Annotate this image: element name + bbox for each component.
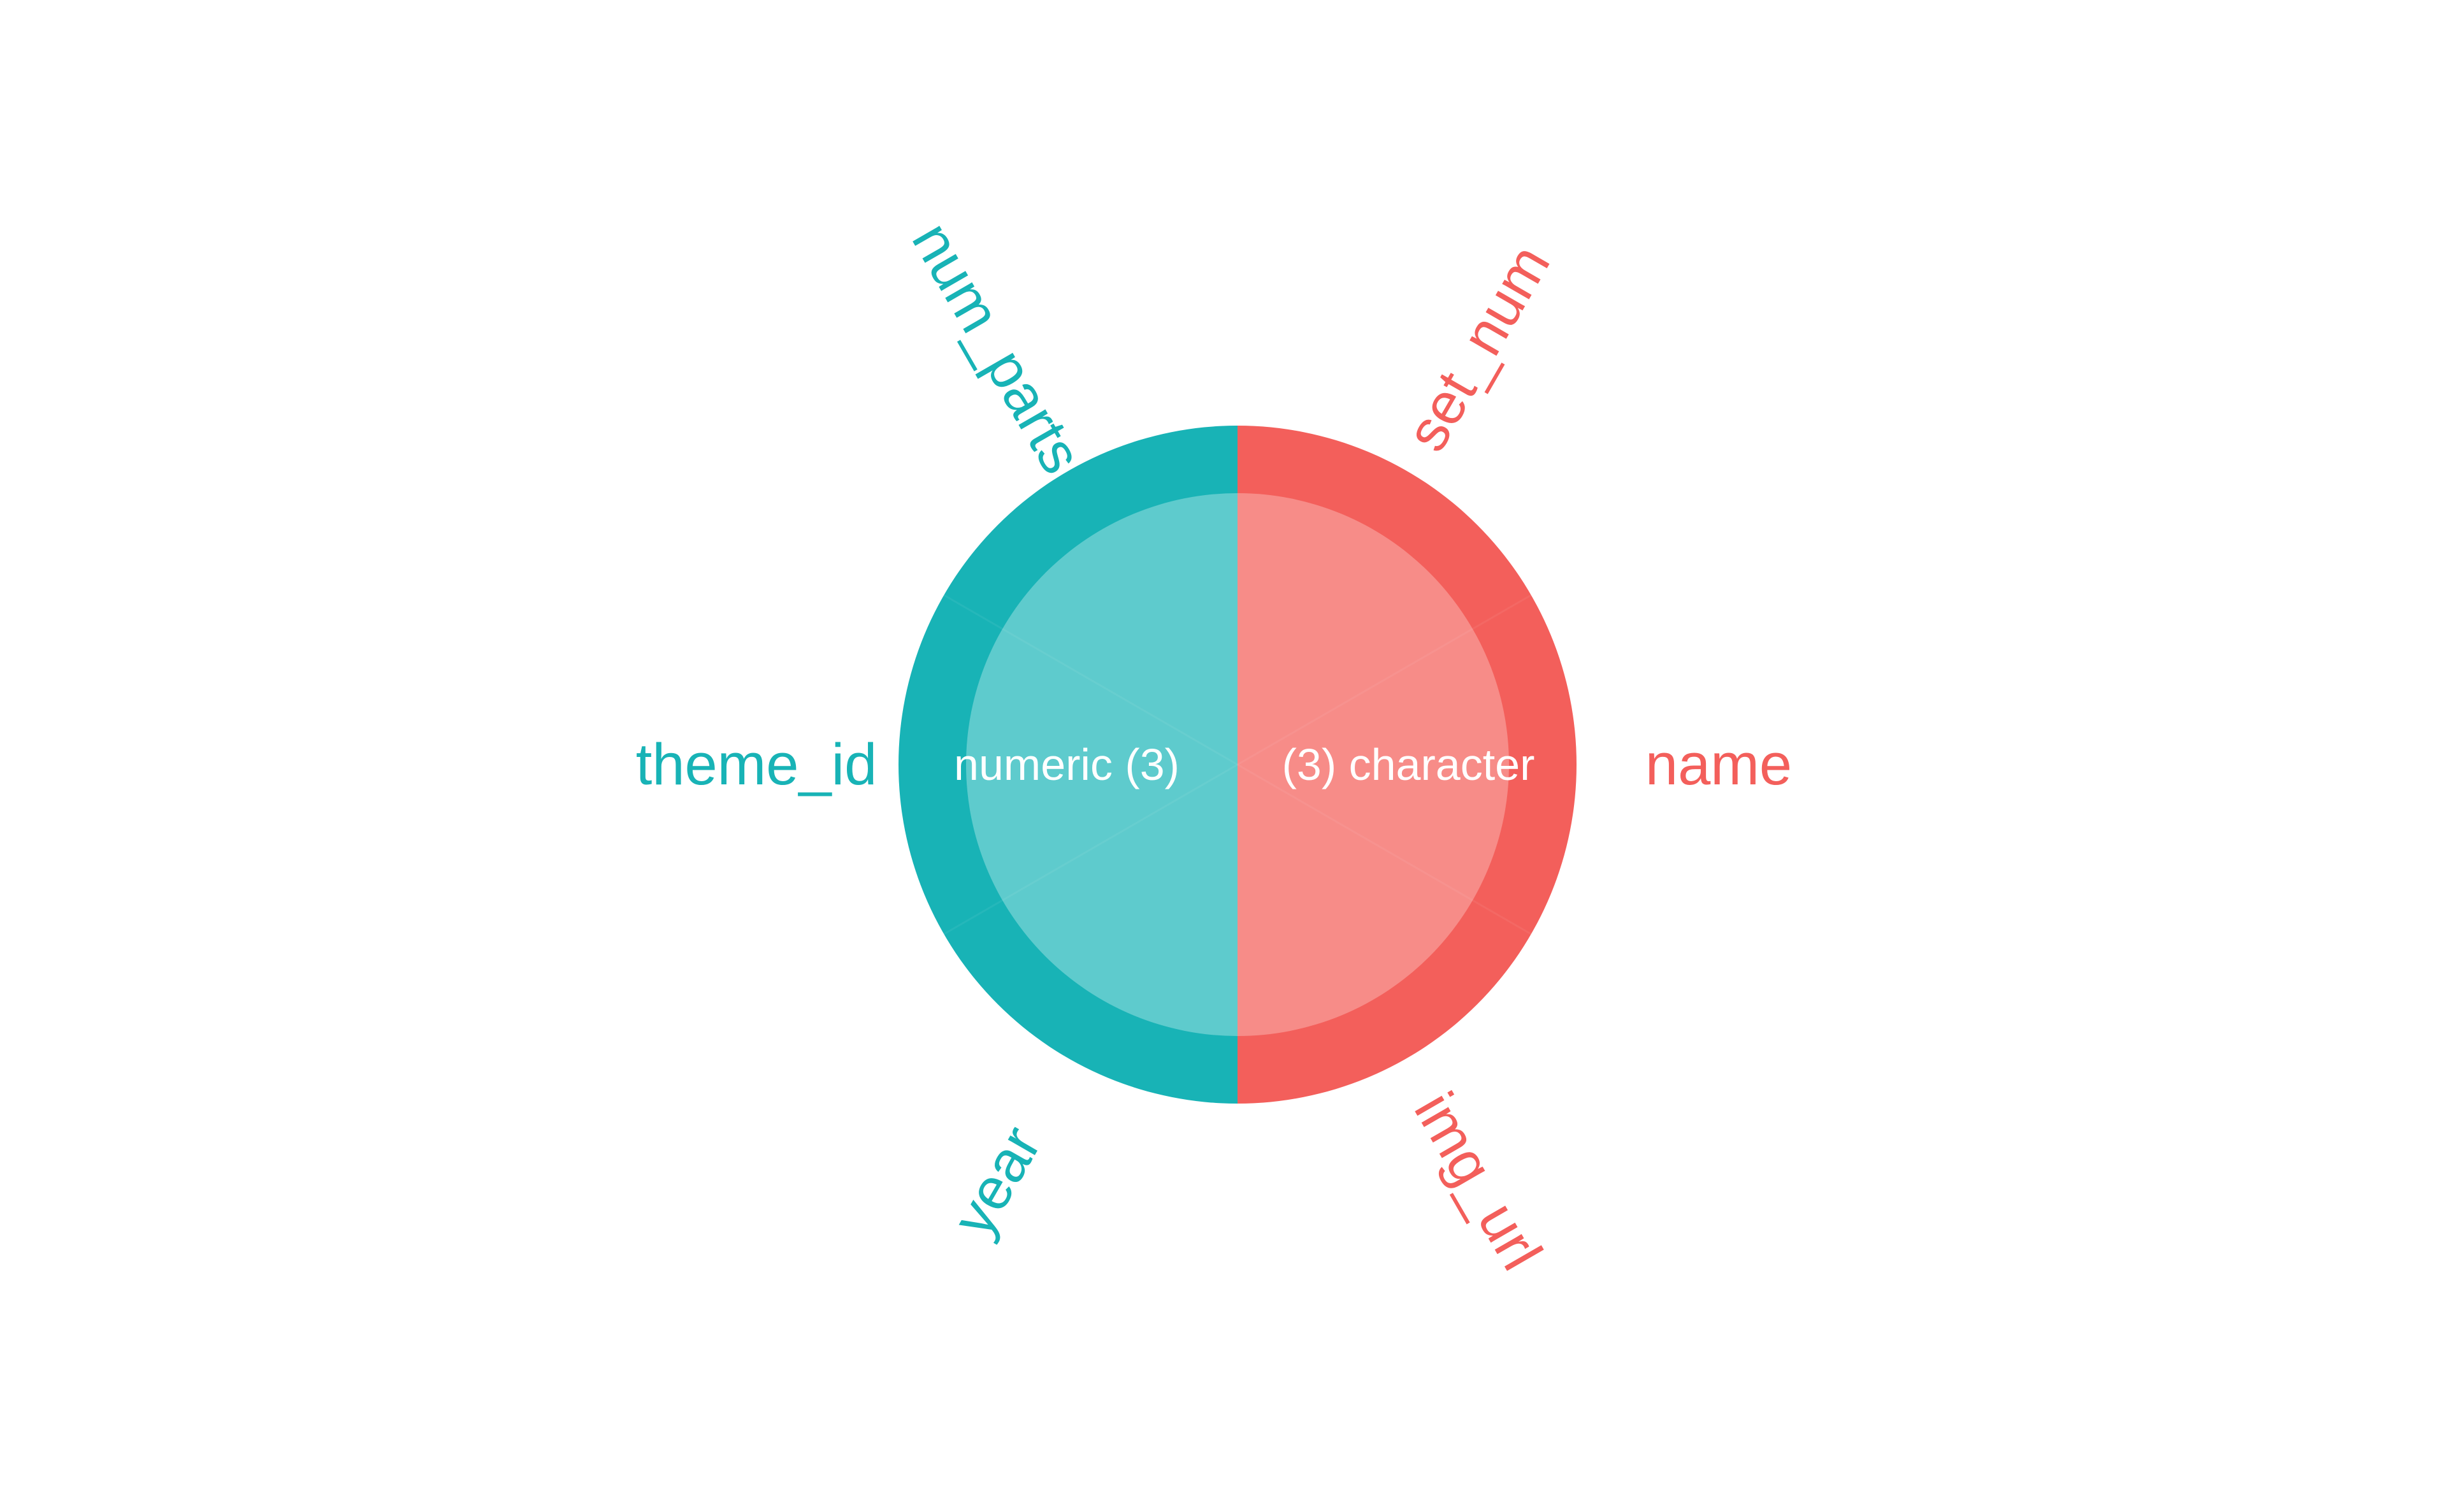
separator-character-2 bbox=[1237, 763, 1532, 935]
column-label-year: year bbox=[941, 1116, 1054, 1247]
column-label-name: name bbox=[1645, 732, 1792, 797]
inner-segment-character bbox=[1238, 493, 1509, 1036]
column-label-img-url: img_url bbox=[1402, 1082, 1554, 1281]
inner-segment-numeric bbox=[966, 493, 1238, 1036]
inner-disc-layer bbox=[966, 493, 1509, 1036]
separator-numeric-2 bbox=[943, 594, 1238, 766]
column-label-theme-id: theme_id bbox=[636, 732, 877, 797]
separator-character-1 bbox=[1237, 594, 1532, 766]
group-label-numeric: numeric (3) bbox=[954, 740, 1180, 789]
column-label-num-parts: num_parts bbox=[900, 212, 1095, 484]
separator-numeric-1 bbox=[943, 763, 1238, 935]
group-label-character: (3) character bbox=[1282, 740, 1535, 789]
group-label-layer: (3) character numeric (3) bbox=[954, 740, 1534, 789]
column-label-set-num: set_num bbox=[1394, 234, 1563, 462]
segment-separator-layer bbox=[943, 594, 1532, 935]
